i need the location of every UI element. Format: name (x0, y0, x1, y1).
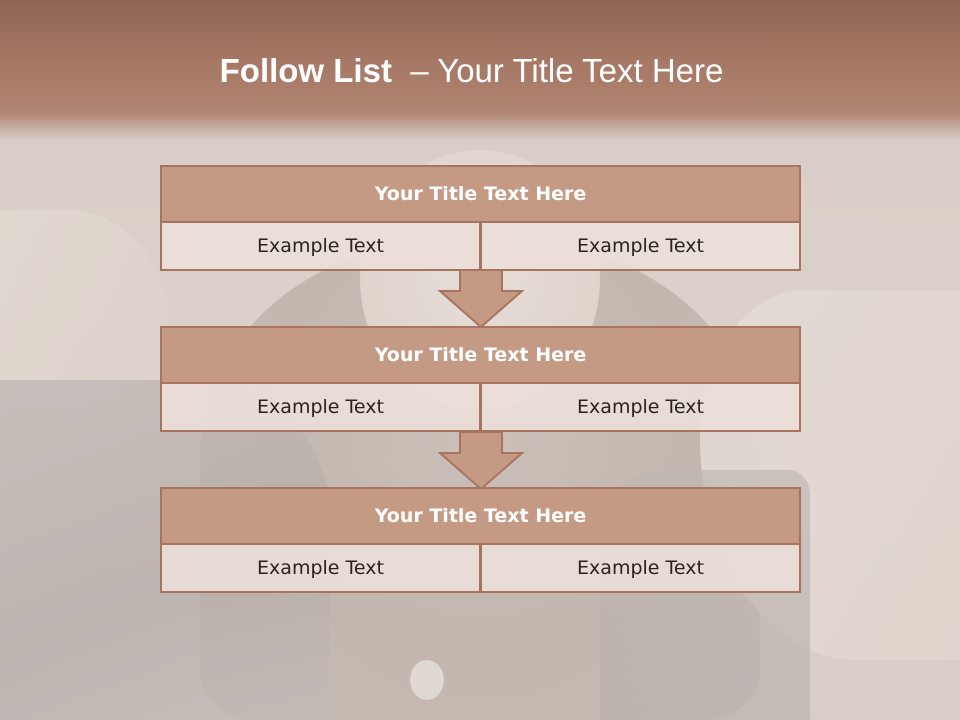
block-title: Your Title Text Here (160, 487, 801, 545)
slide-title-rest: – Your Title Text Here (391, 52, 724, 89)
down-arrow-icon (438, 269, 524, 329)
slide-title: Follow List – Your Title Text Here (0, 52, 943, 90)
header-band (0, 0, 960, 140)
block-cells: Example Text Example Text (160, 543, 801, 593)
slide-title-bold: Follow List (219, 52, 392, 89)
block-cell-right: Example Text (480, 382, 801, 432)
block-cell-right: Example Text (480, 221, 801, 271)
block-title: Your Title Text Here (160, 326, 801, 384)
list-block-2: Your Title Text Here Example Text Exampl… (160, 326, 801, 432)
list-block-3: Your Title Text Here Example Text Exampl… (160, 487, 801, 593)
block-title: Your Title Text Here (160, 165, 801, 223)
block-cell-left: Example Text (160, 382, 481, 432)
block-cells: Example Text Example Text (160, 382, 801, 432)
block-cell-left: Example Text (160, 221, 481, 271)
list-block-1: Your Title Text Here Example Text Exampl… (160, 165, 801, 271)
block-cells: Example Text Example Text (160, 221, 801, 271)
block-cell-right: Example Text (480, 543, 801, 593)
block-cell-left: Example Text (160, 543, 481, 593)
background-pendant (410, 660, 444, 700)
down-arrow-icon (438, 431, 524, 491)
